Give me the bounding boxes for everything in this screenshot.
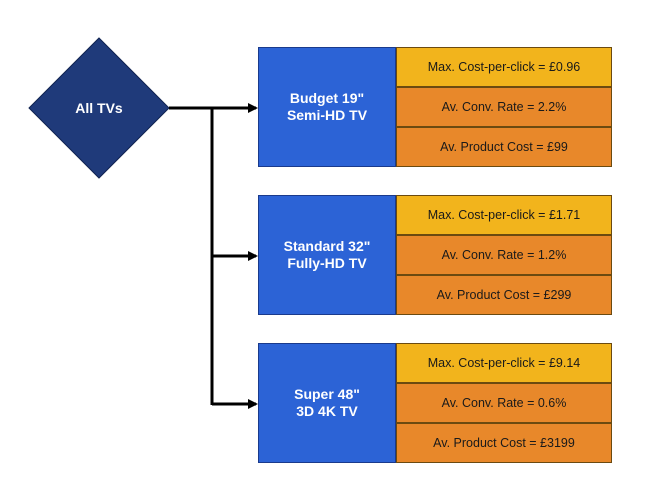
stat-max-cpc: Max. Cost-per-click = £9.14 (396, 343, 612, 383)
stat-conv-rate: Av. Conv. Rate = 2.2% (396, 87, 612, 127)
tv-node-name-line1: Standard 32" (283, 238, 371, 254)
stat-conv-rate: Av. Conv. Rate = 1.2% (396, 235, 612, 275)
tv-node-name-line1: Super 48" (294, 386, 360, 402)
stat-max-cpc: Max. Cost-per-click = £1.71 (396, 195, 612, 235)
tv-node-name-line2: Fully-HD TV (287, 255, 367, 271)
stat-product-cost: Av. Product Cost = £99 (396, 127, 612, 167)
stat-max-cpc: Max. Cost-per-click = £0.96 (396, 47, 612, 87)
root-diamond-shape (28, 37, 170, 179)
tv-node-name-line2: 3D 4K TV (296, 403, 358, 419)
tv-node-budget: Budget 19" Semi-HD TV (258, 47, 396, 167)
tv-node-name-line1: Budget 19" (289, 90, 365, 106)
tv-node-name-line2: Semi-HD TV (286, 107, 368, 123)
tv-node-super: Super 48" 3D 4K TV (258, 343, 396, 463)
stat-product-cost: Av. Product Cost = £299 (396, 275, 612, 315)
stat-product-cost: Av. Product Cost = £3199 (396, 423, 612, 463)
stat-conv-rate: Av. Conv. Rate = 0.6% (396, 383, 612, 423)
root-node-label: All TVs (75, 100, 123, 116)
tv-node-standard: Standard 32" Fully-HD TV (258, 195, 396, 315)
